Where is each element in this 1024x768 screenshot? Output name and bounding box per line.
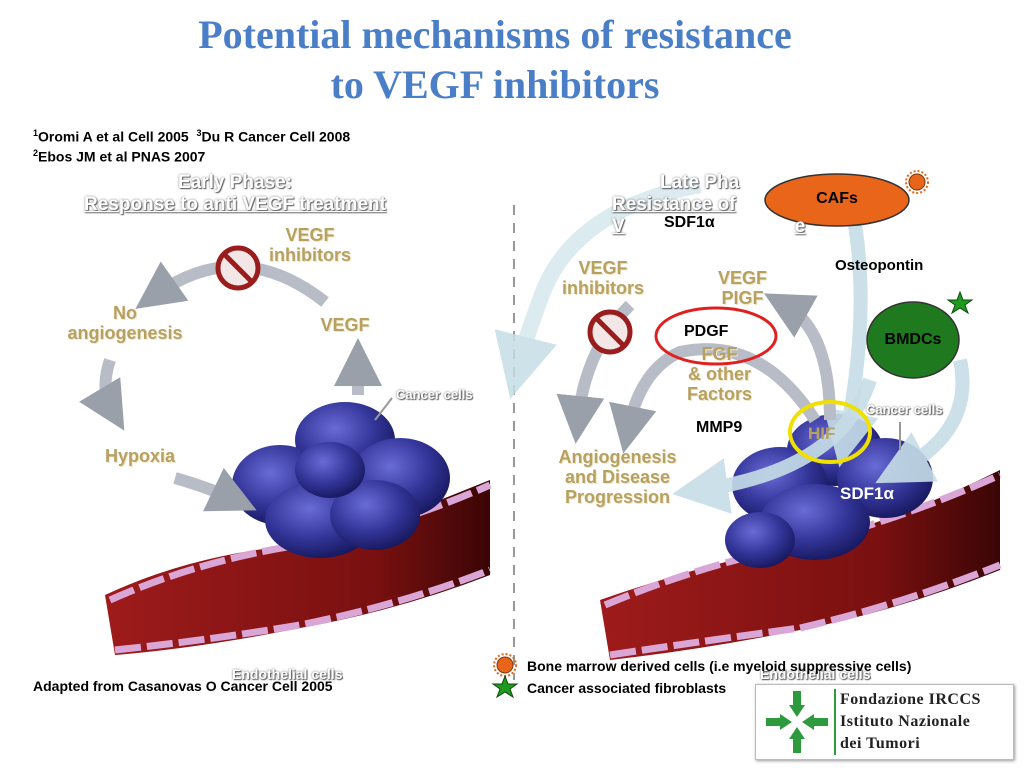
- legend-sun-icon: [493, 653, 517, 677]
- logo-line-1: Fondazione IRCCS: [840, 691, 981, 708]
- osteopontin-label: Osteopontin: [835, 257, 924, 274]
- arrow-hypoxia-to-tumor: [173, 467, 257, 512]
- cafs-ellipse: [764, 173, 910, 227]
- no-angiogenesis-label: No angiogenesis: [67, 303, 183, 343]
- fibroblast-star-icon: [946, 290, 974, 315]
- logo-line-3: dei Tumori: [840, 735, 921, 752]
- late-cancer-cells-label: Cancer cells: [866, 402, 943, 417]
- pdgf-ring: [654, 306, 778, 366]
- early-vegf-label: VEGF: [320, 315, 370, 335]
- arrow-sdf1-large-loop: [494, 177, 702, 400]
- early-cancer-cells-label: Cancer cells: [396, 387, 473, 402]
- cafs-label: CAFs: [816, 190, 858, 207]
- arrow-no-angiogenesis-to-hypoxia: [79, 358, 125, 431]
- arrow-factors-to-angiogenesis: [609, 343, 821, 454]
- logo-line-2: Istituto Nazionale: [840, 713, 971, 730]
- angiogenesis-progression-label: Angiogenesis and Disease Progression: [558, 447, 677, 507]
- legend-star-icon: [491, 674, 519, 699]
- legend-item-bone-marrow: Bone marrow derived cells (i.e myeloid s…: [527, 658, 912, 674]
- reference-line-2: 2Ebos JM et al PNAS 2007: [33, 148, 206, 165]
- logo-divider: [834, 689, 836, 755]
- arrow-bmdcs-to-tumor: [875, 358, 970, 484]
- vegf-pigf-label: VEGF PIGF: [717, 268, 767, 308]
- early-prohibition-icon: [215, 245, 261, 291]
- title-line-1: Potential mechanisms of resistance: [198, 12, 792, 57]
- slide-title: Potential mechanisms of resistance to VE…: [0, 10, 990, 110]
- early-cancer-cells-pointer: [374, 397, 393, 421]
- adapted-from-label: Adapted from Casanovas O Cancer Cell 200…: [33, 678, 333, 694]
- late-vegf-inhibitors-label: VEGF inhibitors: [562, 258, 644, 298]
- pdgf-label: PDGF: [684, 323, 729, 340]
- hypoxia-label: Hypoxia: [104, 446, 176, 466]
- early-endothelial-cells-label: Endothelial cells: [232, 666, 343, 682]
- bone-marrow-sun-icon: [905, 170, 929, 194]
- reference-line-1: 1Oromi A et al Cell 2005 3Du R Cancer Ce…: [33, 128, 351, 145]
- early-phase-heading: Early Phase: Response to anti VEGF treat…: [84, 172, 386, 215]
- late-endothelial-bottom: [609, 561, 1002, 659]
- sdf1-top-label: SDF1α: [664, 214, 715, 231]
- bmdcs-ellipse: [866, 301, 960, 379]
- logo-arrows-icon: [762, 687, 832, 757]
- early-endothelial-bottom: [114, 566, 492, 654]
- legend-item-fibroblasts: Cancer associated fibroblasts: [527, 680, 727, 696]
- title-line-2: to VEGF inhibitors: [330, 62, 660, 107]
- early-vegf-inhibitors-label: VEGF inhibitors: [269, 225, 351, 265]
- late-endothelial-cells-label: Endothelial cells: [760, 666, 871, 682]
- hif-label: HIF: [808, 424, 836, 443]
- institute-logo: Fondazione IRCCS Istituto Nazionale dei …: [755, 684, 1014, 760]
- sdf1-lower-label: SDF1α: [840, 484, 894, 503]
- bmdcs-label: BMDCs: [884, 331, 942, 348]
- hif-ring: [788, 400, 872, 464]
- fgf-factors-label: FGF & other Factors: [686, 344, 753, 404]
- arrow-tumor-to-progression: [672, 377, 877, 514]
- mmp9-label: MMP9: [696, 419, 743, 436]
- late-prohibition-icon: [587, 309, 633, 355]
